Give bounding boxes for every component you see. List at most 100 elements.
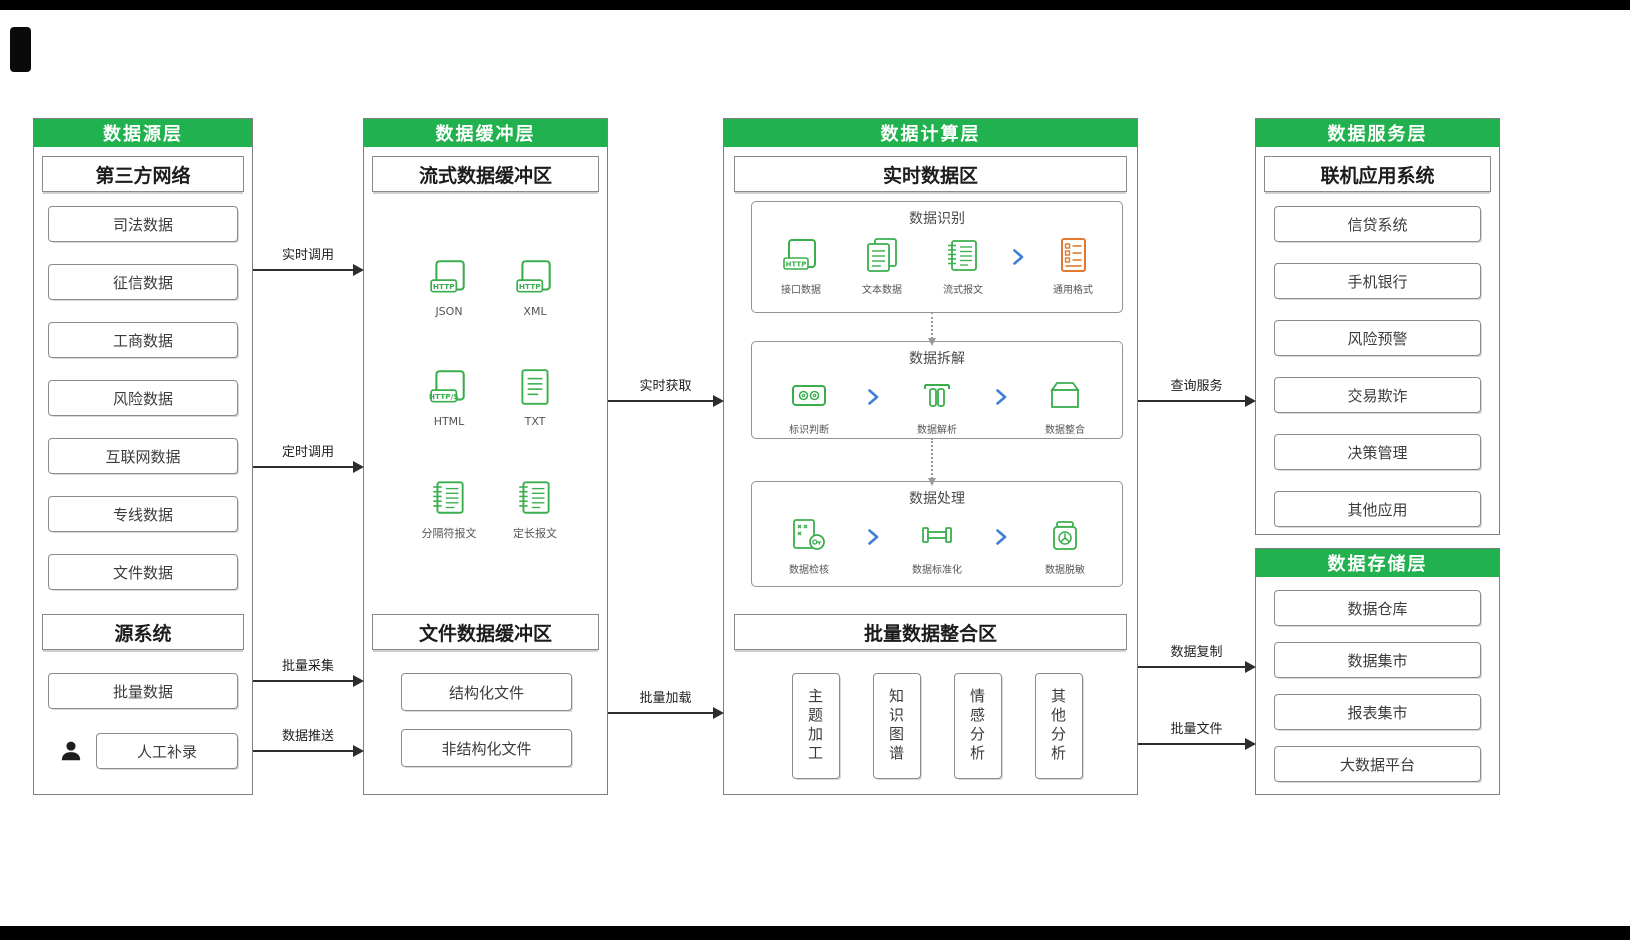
step-data-standardize: 数据标准化 [904, 515, 970, 576]
batch-item-label: 主题加工 [806, 688, 824, 764]
step-label: 接口数据 [781, 285, 821, 296]
format-delimited-message: 分隔符报文 [404, 476, 494, 541]
step-identify-judge: 标识判断 [776, 375, 842, 436]
step-data-check: 数据检核 [776, 515, 842, 576]
layer-title-buffer: 数据缓冲层 [364, 119, 607, 147]
step-stream-message: 流式报文 [930, 235, 996, 296]
source-item-dedicated-line-data: 专线数据 [48, 496, 238, 532]
document-stack-icon [867, 238, 897, 272]
step-label: 流式报文 [943, 285, 983, 296]
storage-item-big-data-platform: 大数据平台 [1274, 746, 1481, 782]
layer-title-service: 数据服务层 [1256, 119, 1499, 147]
svg-text:HTTP: HTTP [519, 282, 541, 291]
svg-text:HTTP/S: HTTP/S [429, 392, 459, 401]
arrow-line [1138, 666, 1247, 668]
section-title-realtime-zone: 实时数据区 [734, 156, 1127, 192]
data-check-icon [793, 519, 825, 550]
stage-data-recognition: 数据识别 HTTP 接口数据 文本数据 流式报文 通用格式 [751, 201, 1123, 313]
layer-column-service: 数据服务层 联机应用系统 信贷系统 手机银行 风险预警 交易欺诈 决策管理 其他… [1255, 118, 1500, 535]
http-file-icon: HTTP [783, 239, 816, 270]
source-item-batch-data: 批量数据 [48, 673, 238, 709]
arrow-right-icon [353, 675, 364, 687]
format-fixed-length-message: 定长报文 [490, 476, 580, 541]
flow-label-realtime-fetch: 实时获取 [639, 379, 692, 394]
arrow-line [253, 750, 355, 752]
source-item-manual-entry: 人工补录 [96, 733, 238, 769]
batch-item-label: 情感分析 [968, 688, 986, 764]
step-label: 通用格式 [1053, 285, 1093, 296]
layer-title-source: 数据源层 [34, 119, 252, 147]
batch-item-label: 知识图谱 [887, 688, 905, 764]
chevron-right-icon [866, 387, 880, 411]
arrow-line [253, 466, 355, 468]
black-mark [10, 27, 31, 72]
step-generic-format: 通用格式 [1040, 235, 1106, 296]
batch-item-knowledge-graph: 知识图谱 [872, 673, 921, 779]
step-interface-data: HTTP 接口数据 [768, 235, 834, 296]
service-item-credit-system: 信贷系统 [1274, 206, 1481, 242]
format-label: JSON [435, 305, 463, 318]
format-html: HTTP/S HTML [404, 366, 494, 428]
step-label: 标识判断 [789, 425, 829, 436]
batch-item-other-analysis: 其他分析 [1034, 673, 1083, 779]
service-item-transaction-fraud: 交易欺诈 [1274, 377, 1481, 413]
chevron-right-icon [994, 527, 1008, 551]
stage-title: 数据识别 [909, 211, 965, 227]
flow-label-query-service: 查询服务 [1170, 379, 1223, 394]
arrow-down-head [928, 338, 936, 346]
format-txt: TXT [490, 366, 580, 428]
section-title-third-party-network: 第三方网络 [42, 156, 244, 192]
top-letterbox-bar [0, 0, 1630, 10]
step-label: 数据整合 [1045, 425, 1085, 436]
stage-data-processing: 数据处理 数据检核 数据标准化 数据脱敏 [751, 481, 1123, 587]
arrow-right-icon [353, 461, 364, 473]
section-title-file-buffer: 文件数据缓冲区 [372, 614, 599, 650]
layer-column-source: 数据源层 第三方网络 司法数据 征信数据 工商数据 风险数据 互联网数据 专线数… [33, 118, 253, 795]
data-mask-icon [1053, 521, 1077, 550]
flow-label-data-copy: 数据复制 [1170, 645, 1223, 660]
step-label: 数据检核 [789, 565, 829, 576]
stream-message-icon [947, 240, 977, 271]
section-title-stream-buffer: 流式数据缓冲区 [372, 156, 599, 192]
step-data-mask: 数据脱敏 [1032, 515, 1098, 576]
flow-label-batch-file: 批量文件 [1170, 722, 1223, 737]
identify-judge-icon [792, 385, 826, 406]
arrow-right-icon [353, 264, 364, 276]
format-label: HTML [433, 415, 465, 428]
svg-text:HTTP: HTTP [786, 261, 807, 269]
format-label: XML [523, 305, 547, 318]
arrow-right-icon [1245, 738, 1256, 750]
stage-title: 数据处理 [909, 491, 965, 507]
chevron-right-icon [994, 387, 1008, 411]
person-icon [61, 741, 81, 761]
arrow-right-icon [1245, 661, 1256, 673]
http-file-icon: HTTP [516, 260, 551, 293]
format-label: 定长报文 [513, 527, 557, 540]
layer-title-compute: 数据计算层 [724, 119, 1137, 147]
arrow-down-head [928, 478, 936, 486]
arrow-line [608, 712, 715, 714]
svg-text:HTTP: HTTP [433, 282, 455, 291]
stream-message-icon [432, 481, 464, 514]
source-item-file-data: 文件数据 [48, 554, 238, 590]
arrow-line [253, 269, 355, 271]
data-merge-icon [1051, 382, 1079, 408]
service-item-mobile-banking: 手机银行 [1274, 263, 1481, 299]
stage-data-disassembly: 数据拆解 标识判断 数据解析 数据整合 [751, 341, 1123, 439]
service-item-risk-warning: 风险预警 [1274, 320, 1481, 356]
layer-column-storage: 数据存储层 数据仓库 数据集市 报表集市 大数据平台 [1255, 548, 1500, 795]
dotted-down-arrow-icon [928, 438, 936, 486]
arrow-line [1138, 400, 1247, 402]
section-title-source-system: 源系统 [42, 614, 244, 650]
step-label: 文本数据 [862, 285, 902, 296]
chevron-right-icon [866, 527, 880, 551]
section-title-batch-integration: 批量数据整合区 [734, 614, 1127, 650]
manual-entry-row: 人工补录 [48, 733, 238, 769]
layer-title-storage: 数据存储层 [1256, 549, 1499, 577]
source-item-credit-data: 征信数据 [48, 264, 238, 300]
chevron-right-icon [1011, 247, 1025, 271]
storage-item-report-mart: 报表集市 [1274, 694, 1481, 730]
format-label: 分隔符报文 [421, 527, 477, 540]
storage-item-data-mart: 数据集市 [1274, 642, 1481, 678]
bottom-letterbox-bar [0, 926, 1630, 940]
